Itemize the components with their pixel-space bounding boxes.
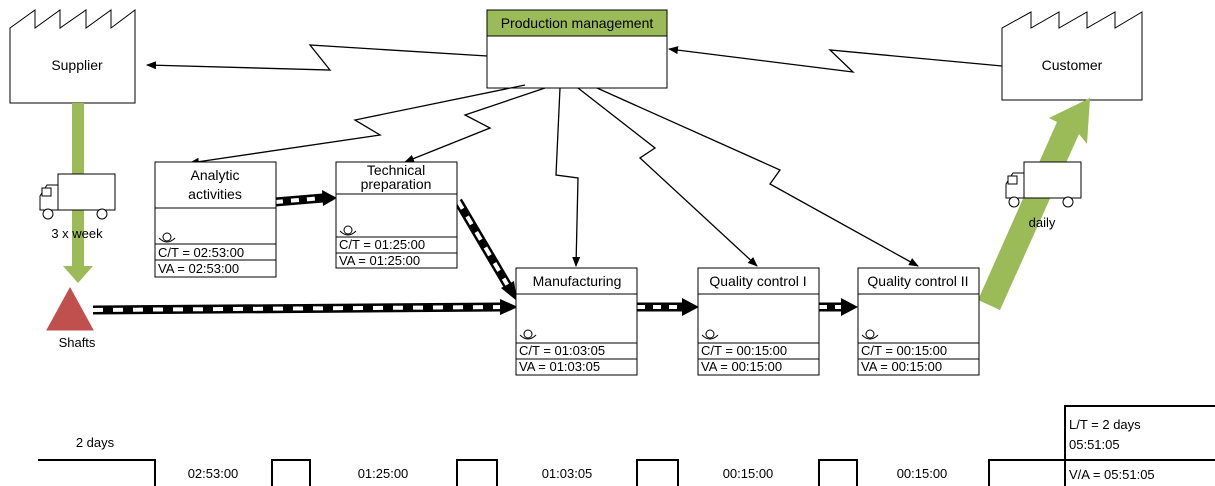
value-added-total: V/A = 05:51:05 bbox=[1069, 467, 1155, 482]
cycle-time: C/T = 00:15:00 bbox=[861, 343, 947, 358]
timeline-step-4: 00:15:00 bbox=[723, 466, 774, 481]
push-arrow-manufacturing-to-qc1 bbox=[637, 298, 699, 316]
process-box-analytic-activities: Analytic activities C/T = 02:53:00 VA = … bbox=[154, 161, 277, 278]
info-flow-to-analytic bbox=[189, 84, 526, 166]
value-added-time: VA = 00:15:00 bbox=[861, 359, 942, 374]
push-arrows bbox=[92, 190, 858, 316]
supplier-factory-icon bbox=[9, 9, 136, 104]
operator-icon bbox=[519, 329, 537, 340]
process-title-line2: activities bbox=[188, 186, 242, 202]
cycle-time: C/T = 00:15:00 bbox=[701, 343, 787, 358]
info-flow-to-qc1 bbox=[577, 87, 758, 267]
operator-icon bbox=[339, 225, 357, 236]
inventory-label: Shafts bbox=[59, 335, 96, 350]
push-arrow-technical-to-manufacturing bbox=[454, 198, 517, 301]
timeline-step-5: 00:15:00 bbox=[897, 466, 948, 481]
info-flow-to-supplier bbox=[146, 44, 488, 71]
customer-label: Customer bbox=[1042, 57, 1103, 73]
info-flow-from-customer bbox=[668, 46, 1003, 73]
lead-time-value: 05:51:05 bbox=[1069, 437, 1120, 452]
cycle-time: C/T = 01:25:00 bbox=[339, 237, 425, 252]
process-box-manufacturing: Manufacturing C/T = 01:03:05 VA = 01:03:… bbox=[515, 267, 638, 376]
information-flows bbox=[146, 44, 1003, 267]
value-added-time: VA = 02:53:00 bbox=[158, 261, 239, 276]
supplier-truck-icon bbox=[39, 173, 116, 220]
value-added-time: VA = 00:15:00 bbox=[701, 359, 782, 374]
production-management-box bbox=[486, 9, 668, 89]
customer-shipment-arrow bbox=[978, 98, 1090, 310]
supplier-delivery-frequency: 3 x week bbox=[51, 226, 103, 241]
info-flow-to-qc2 bbox=[596, 87, 919, 267]
timeline-wait-label: 2 days bbox=[76, 435, 115, 450]
push-arrow-qc1-to-qc2 bbox=[819, 298, 858, 316]
push-arrow-analytic-to-technical bbox=[274, 190, 337, 207]
push-arrow-shafts-to-manufacturing bbox=[92, 299, 518, 315]
operator-icon bbox=[701, 329, 719, 340]
customer-factory-icon bbox=[1001, 11, 1143, 101]
process-title-line1: Technical bbox=[367, 162, 425, 178]
process-box-quality-control-2: Quality control II C/T = 00:15:00 VA = 0… bbox=[857, 267, 980, 376]
timeline-step-2: 01:25:00 bbox=[358, 466, 409, 481]
process-title-line1: Analytic bbox=[190, 167, 239, 183]
process-title: Quality control I bbox=[709, 273, 806, 289]
timeline-step-3: 01:03:05 bbox=[542, 466, 593, 481]
value-added-time: VA = 01:25:00 bbox=[339, 253, 420, 268]
process-box-technical-preparation: Technical preparation C/T = 01:25:00 VA … bbox=[335, 161, 458, 269]
info-flow-to-technical bbox=[404, 87, 546, 163]
timeline-step-1: 02:53:00 bbox=[188, 466, 239, 481]
info-flow-to-manufacturing bbox=[555, 87, 581, 267]
operator-icon bbox=[158, 232, 176, 243]
lead-time: L/T = 2 days bbox=[1069, 417, 1141, 432]
cycle-time: C/T = 02:53:00 bbox=[158, 245, 244, 260]
inventory-triangle-icon bbox=[46, 286, 94, 331]
lead-time-summary-box bbox=[1064, 405, 1215, 486]
cycle-time: C/T = 01:03:05 bbox=[519, 343, 605, 358]
process-title: Manufacturing bbox=[533, 273, 622, 289]
process-title-line2: preparation bbox=[361, 176, 432, 192]
production-management-header bbox=[486, 9, 668, 37]
operator-icon bbox=[861, 329, 879, 340]
customer-delivery-frequency: daily bbox=[1029, 215, 1056, 230]
production-management-title: Production management bbox=[501, 15, 654, 31]
supplier-label: Supplier bbox=[51, 57, 103, 73]
value-added-time: VA = 01:03:05 bbox=[519, 359, 600, 374]
process-title: Quality control II bbox=[867, 273, 968, 289]
customer-truck-icon bbox=[1005, 161, 1082, 208]
timeline bbox=[38, 405, 1215, 486]
process-box-quality-control-1: Quality control I C/T = 00:15:00 VA = 00… bbox=[697, 267, 820, 376]
